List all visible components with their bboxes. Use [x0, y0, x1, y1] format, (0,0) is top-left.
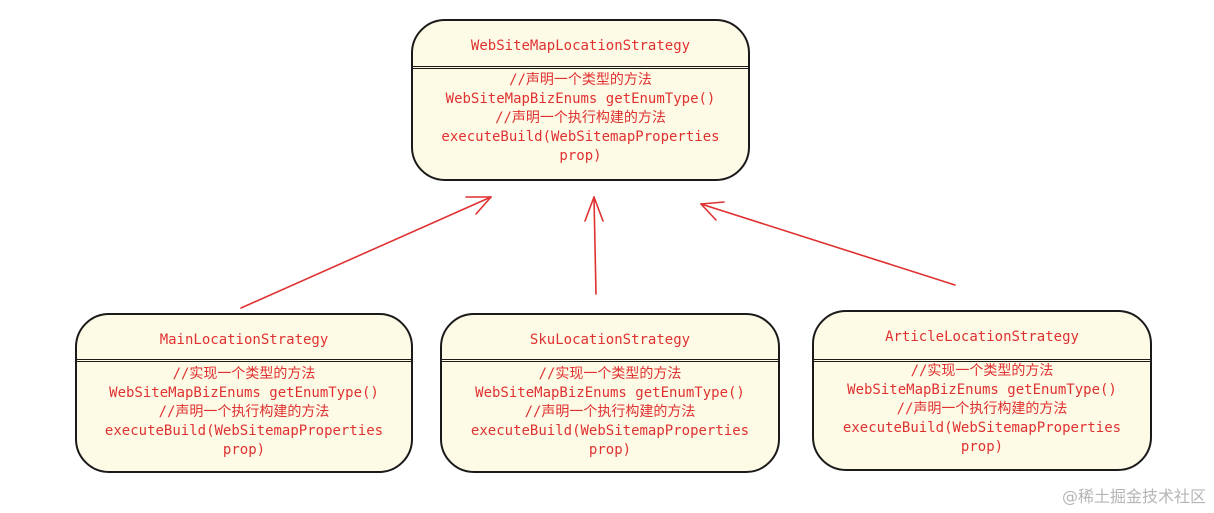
arrow-sku-to-parent	[584, 196, 604, 295]
child-class-box-sku: SkuLocationStrategy //实现一个类型的方法 WebSiteM…	[440, 313, 780, 473]
child-class-title-main: MainLocationStrategy	[159, 332, 329, 348]
child-main-line-4: executeBuild(WebSitemapProperties	[104, 423, 384, 439]
watermark: @稀土掘金技术社区	[1061, 487, 1206, 506]
child-article-line-2: WebSiteMapBizEnums getEnumType()	[847, 382, 1117, 398]
child-article-line-1: //实现一个类型的方法	[910, 363, 1054, 379]
parent-class-box: WebSiteMapLocationStrategy //声明一个类型的方法 W…	[411, 19, 750, 181]
parent-line-2: WebSiteMapBizEnums getEnumType()	[445, 91, 716, 107]
child-main-line-2: WebSiteMapBizEnums getEnumType()	[109, 385, 379, 401]
child-class-title-sku: SkuLocationStrategy	[529, 332, 691, 348]
child-class-box-main: MainLocationStrategy //实现一个类型的方法 WebSite…	[75, 313, 413, 473]
child-class-divider-article	[814, 359, 1150, 362]
child-class-divider-main	[77, 359, 411, 362]
parent-line-5: prop)	[559, 148, 602, 164]
arrow-article-to-parent	[700, 201, 956, 286]
parent-class-title: WebSiteMapLocationStrategy	[470, 38, 691, 54]
child-main-line-3: //声明一个执行构建的方法	[158, 404, 330, 420]
child-article-line-3: //声明一个执行构建的方法	[896, 401, 1068, 417]
child-class-body-sku: //实现一个类型的方法 WebSiteMapBizEnums getEnumTy…	[442, 365, 778, 460]
child-main-line-1: //实现一个类型的方法	[172, 366, 316, 382]
child-class-box-article: ArticleLocationStrategy //实现一个类型的方法 WebS…	[812, 310, 1152, 471]
parent-class-divider	[413, 66, 748, 69]
arrow-main-to-parent	[240, 196, 492, 309]
child-article-line-5: prop)	[960, 439, 1004, 455]
child-main-line-5: prop)	[222, 442, 266, 458]
parent-line-1: //声明一个类型的方法	[509, 72, 652, 88]
child-class-body-main: //实现一个类型的方法 WebSiteMapBizEnums getEnumTy…	[77, 365, 411, 460]
child-class-divider-sku	[442, 359, 778, 362]
parent-class-body: //声明一个类型的方法 WebSiteMapBizEnums getEnumTy…	[413, 71, 748, 166]
child-sku-line-3: //声明一个执行构建的方法	[524, 404, 696, 420]
child-sku-line-1: //实现一个类型的方法	[538, 366, 682, 382]
child-class-title-article: ArticleLocationStrategy	[885, 329, 1079, 345]
parent-line-4: executeBuild(WebSitemapProperties	[441, 129, 720, 145]
child-sku-line-4: executeBuild(WebSitemapProperties	[470, 423, 750, 439]
child-sku-line-5: prop)	[588, 442, 632, 458]
child-sku-line-2: WebSiteMapBizEnums getEnumType()	[475, 385, 745, 401]
child-class-body-article: //实现一个类型的方法 WebSiteMapBizEnums getEnumTy…	[814, 362, 1150, 457]
parent-line-3: //声明一个执行构建的方法	[495, 110, 666, 126]
child-article-line-4: executeBuild(WebSitemapProperties	[842, 420, 1122, 436]
